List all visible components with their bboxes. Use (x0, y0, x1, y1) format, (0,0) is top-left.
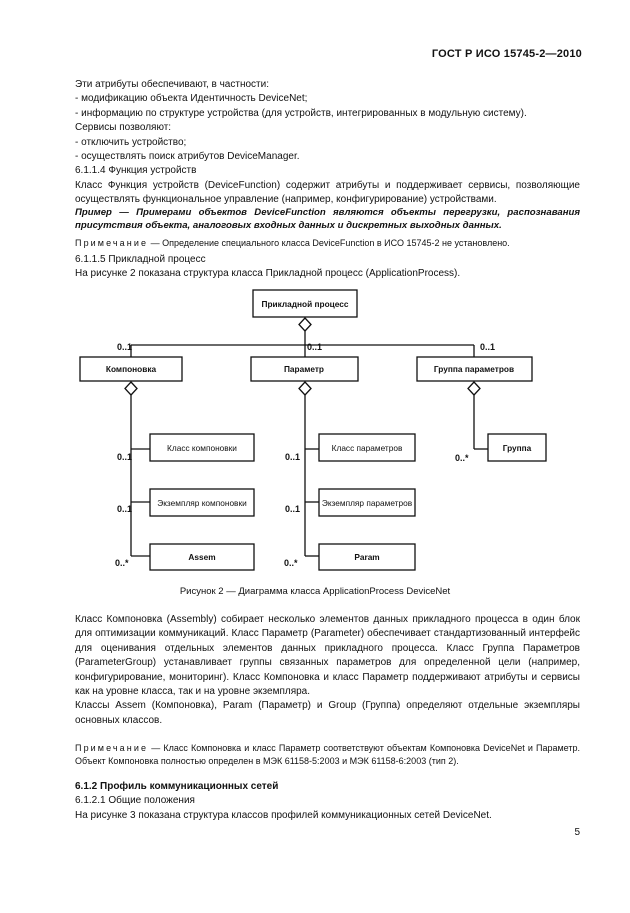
multiplicity-label: 0..* (284, 558, 298, 568)
box-ekzemplyar-parametrov (318, 488, 416, 517)
section-612-block: 6.1.2 Профиль коммуникационных сетей 6.1… (75, 780, 580, 823)
klass-parametrov-label: Класс параметров (332, 443, 403, 453)
ekzemplyar-parametrov-label: Экземпляр параметров (322, 498, 413, 508)
multiplicity-label: 0..1 (480, 342, 495, 352)
box-klass-kompanovki (149, 433, 255, 462)
box-gruppa (487, 433, 547, 462)
multiplicity-label: 0..* (455, 453, 469, 463)
box-assem (149, 543, 255, 571)
multiplicity-label: 0..1 (285, 452, 300, 462)
paragraph-assembly: Класс Компоновка (Assembly) собирает нес… (75, 613, 580, 728)
paragraph-6121: На рисунке 3 показана структура классов … (75, 809, 492, 821)
paragraph-6114: Класс Функция устройств (DeviceFunction)… (75, 179, 580, 206)
kompanovka-label: Компоновка (106, 364, 157, 374)
aggregation-diamond (467, 381, 481, 396)
section-6115-block: 6.1.1.5 Прикладной процесс На рисунке 2 … (75, 253, 580, 282)
ekzemplyar-kompanovki-label: Экземпляр компоновки (157, 498, 247, 508)
multiplicity-label: 0..1 (117, 504, 132, 514)
multiplicity-label: 0..1 (285, 504, 300, 514)
section-heading-6115: 6.1.1.5 Прикладной процесс (75, 254, 206, 265)
page-number: 5 (574, 827, 580, 838)
note-label: Примечание (75, 743, 149, 753)
assem-label: Assem (188, 552, 215, 562)
multiplicity-label: 0..1 (307, 342, 322, 352)
box-gruppa-parametrov (416, 356, 533, 382)
section-heading-6114: 6.1.1.4 Функция устройств (75, 165, 197, 177)
example-block: Пример — Примерами объектов DeviceFuncti… (75, 207, 580, 231)
paragraph-assembly-text: Класс Компоновка (Assembly) собирает нес… (75, 614, 580, 698)
intro-line: - модификацию объекта Идентичность Devic… (75, 93, 308, 105)
intro-block: Эти атрибуты обеспечивают, в частности: … (75, 78, 580, 208)
note-1: Примечание — Определение специального кл… (75, 237, 580, 250)
intro-line: - отключить устройство; (75, 136, 187, 148)
paragraph-classes: Классы Assem (Компоновка), Param (Параме… (75, 700, 580, 726)
aggregation-diamond (298, 317, 312, 332)
param-label: Param (354, 552, 379, 562)
box-param (318, 543, 416, 571)
box-ekzemplyar-kompanovki (149, 488, 255, 517)
intro-line: Сервисы позволяют: (75, 122, 172, 134)
intro-line: - осуществлять поиск атрибутов DeviceMan… (75, 151, 300, 163)
root-label: Прикладной процесс (261, 299, 348, 309)
note-label: Примечание (75, 238, 149, 248)
multiplicity-label: 0..1 (117, 452, 132, 462)
note-2: Примечание — Класс Компоновка и класс Па… (75, 742, 580, 767)
figure-caption: Рисунок 2 — Диаграмма класса Application… (179, 586, 451, 597)
note-text: — Класс Компоновка и класс Параметр соот… (75, 743, 580, 766)
section-heading-612: 6.1.2 Профиль коммуникационных сетей (75, 781, 279, 792)
aggregation-diamond (124, 381, 138, 396)
box-kompanovka (79, 356, 183, 382)
box-klass-parametrov (318, 433, 416, 462)
multiplicity-label: 0..1 (117, 342, 132, 352)
intro-line: - информацию по структуре устройства (дл… (75, 107, 527, 119)
root-box (252, 289, 358, 318)
paragraph-6115: На рисунке 2 показана структура класса П… (75, 268, 461, 280)
box-parametr (250, 356, 359, 382)
note-text: — Определение специального класса Device… (148, 238, 510, 248)
standard-header: ГОСТ Р ИСО 15745-2—2010 (431, 48, 582, 60)
gruppa-label: Группа (503, 443, 532, 453)
multiplicity-label: 0..* (115, 558, 129, 568)
gruppa-parametrov-label: Группа параметров (434, 364, 514, 374)
aggregation-diamond (298, 381, 312, 396)
section-heading-6121: 6.1.2.1 Общие положения (75, 795, 195, 807)
klass-kompanovki-label: Класс компоновки (167, 443, 237, 453)
parametr-label: Параметр (284, 364, 324, 374)
intro-line: Эти атрибуты обеспечивают, в частности: (75, 79, 269, 90)
